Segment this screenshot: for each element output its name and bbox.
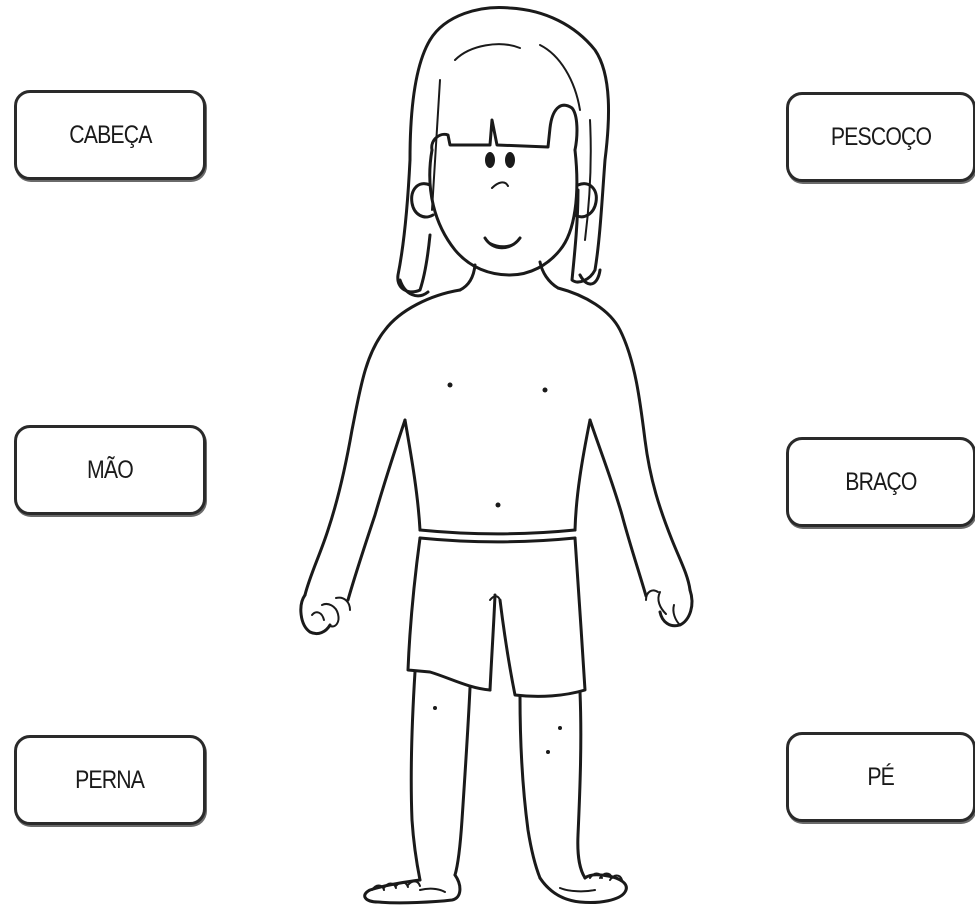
hair-outline — [398, 7, 609, 295]
label-text-pe: PÉ — [868, 763, 895, 792]
label-box-pescoco: PESCOÇO — [786, 92, 975, 182]
label-box-pe: PÉ — [786, 732, 975, 822]
mouth — [485, 238, 520, 248]
feet-outline — [365, 874, 627, 903]
child-body-outline-icon — [280, 0, 720, 910]
torso-outline — [301, 288, 692, 634]
label-box-braco: BRAÇO — [786, 437, 975, 527]
face-outline — [412, 150, 597, 275]
eyes — [485, 152, 515, 168]
label-text-perna: PERNA — [76, 766, 145, 795]
label-text-mao: MÃO — [87, 456, 133, 485]
legs-outline — [411, 672, 585, 880]
shorts-outline — [408, 530, 585, 696]
label-box-perna: PERNA — [14, 735, 206, 825]
label-box-cabeca: CABEÇA — [14, 90, 206, 180]
hair-fringe — [432, 105, 577, 150]
label-text-braco: BRAÇO — [845, 468, 916, 497]
nose — [492, 182, 508, 188]
label-box-mao: MÃO — [14, 425, 206, 515]
label-text-pescoco: PESCOÇO — [831, 123, 931, 152]
label-text-cabeca: CABEÇA — [69, 121, 151, 150]
